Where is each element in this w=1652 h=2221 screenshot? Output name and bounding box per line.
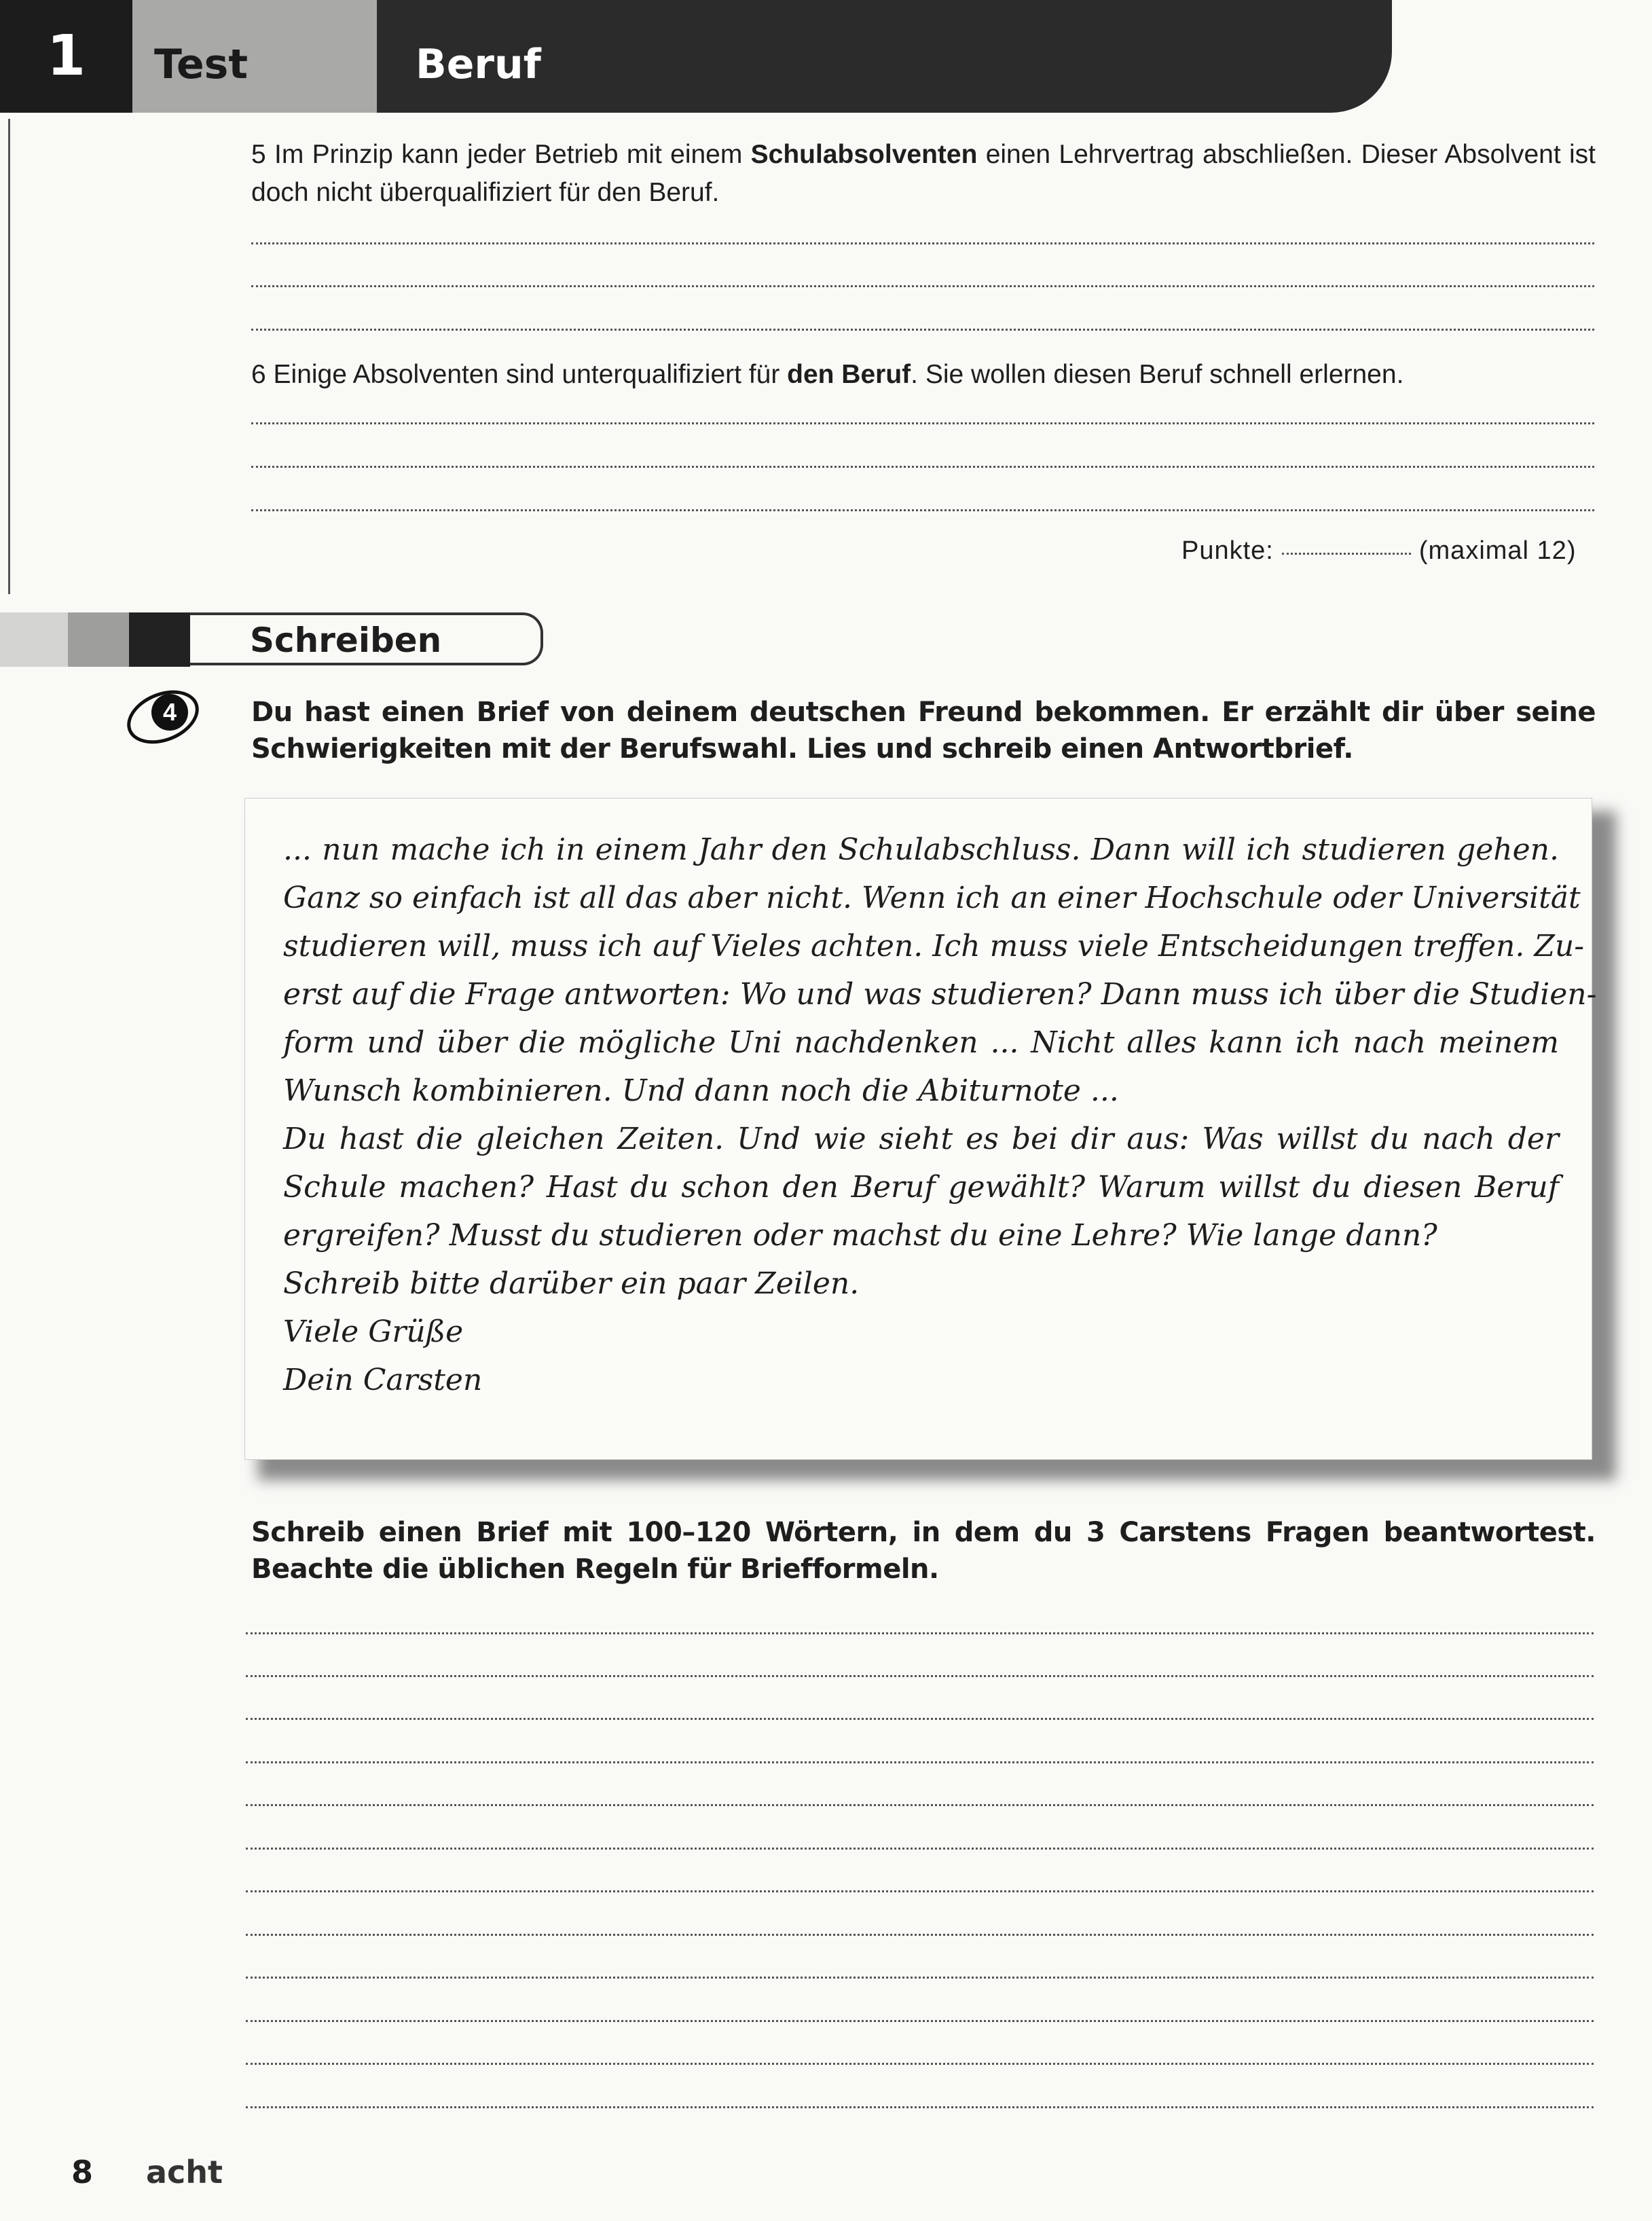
- section-bar-segment: [0, 612, 68, 667]
- points-input-line[interactable]: [1281, 553, 1411, 555]
- answer-line[interactable]: [251, 285, 1594, 287]
- letter-line: ... nun mache ich in einem Jahr den Schu…: [283, 832, 1559, 867]
- task-number: 4: [151, 694, 188, 731]
- writing-instruction: Schreib einen Brief mit 100–120 Wörtern,…: [251, 1517, 1596, 1585]
- letter-line: Du hast die gleichen Zeiten. Und wie sie…: [283, 1122, 1559, 1156]
- section-bar-segment: [129, 612, 190, 667]
- writing-line[interactable]: [246, 1718, 1594, 1720]
- letter-line: Ganz so einfach ist all das aber nicht. …: [283, 881, 1581, 915]
- section-bar-segment: [68, 612, 129, 667]
- writing-line[interactable]: [246, 1804, 1594, 1806]
- points-label: Punkte:: [1181, 536, 1274, 565]
- task-number-badge: 4: [119, 680, 207, 754]
- letter-line: Wunsch kombinieren. Und dann noch die Ab…: [283, 1073, 1119, 1108]
- task-item-5: 5 Im Prinzip kann jeder Betrieb mit eine…: [251, 136, 1596, 212]
- task-item-6: 6 Einige Absolventen sind unterqualifizi…: [251, 356, 1596, 394]
- page-number-word: acht: [146, 2154, 223, 2190]
- writing-line[interactable]: [246, 2106, 1594, 2108]
- points-max: (maximal 12): [1418, 536, 1577, 565]
- writing-line[interactable]: [246, 1848, 1594, 1850]
- item-5-text-start: 5 Im Prinzip kann jeder Betrieb mit eine…: [251, 140, 751, 169]
- item-5-text-end: einen Lehrvertrag abschließen. Dieser Ab…: [251, 140, 1596, 207]
- section-title: Schreiben: [190, 612, 543, 665]
- writing-line[interactable]: [246, 1890, 1594, 1892]
- item-6-text-start: 6 Einige Absolventen sind unterqualifizi…: [251, 360, 788, 389]
- writing-line[interactable]: [246, 1761, 1594, 1763]
- chapter-header: 1 Test Beruf: [0, 0, 1392, 113]
- chapter-title: Beruf: [416, 41, 541, 88]
- writing-line[interactable]: [246, 2063, 1594, 2065]
- letter-line: erst auf die Frage antworten: Wo und was…: [283, 977, 1597, 1012]
- item-6-text-end: . Sie wollen diesen Beruf schnell erlern…: [911, 360, 1404, 389]
- writing-line[interactable]: [246, 1977, 1594, 1979]
- answer-line[interactable]: [251, 329, 1594, 331]
- chapter-number: 1: [0, 0, 132, 113]
- letter-greeting: Viele Grüße: [283, 1315, 464, 1349]
- writing-line[interactable]: [246, 2020, 1594, 2022]
- item-5-bold-word: Schulabsolventen: [750, 140, 978, 169]
- letter-line: Schule machen? Hast du schon den Beruf g…: [283, 1170, 1559, 1205]
- writing-line[interactable]: [246, 1934, 1594, 1936]
- letter-line: studieren will, muss ich auf Vieles acht…: [283, 929, 1585, 963]
- chapter-label: Test: [132, 0, 377, 113]
- letter-signature: Dein Carsten: [283, 1363, 483, 1397]
- points-field: Punkte: (maximal 12): [1181, 536, 1576, 566]
- letter-line: ergreifen? Musst du studieren oder machs…: [283, 1218, 1437, 1253]
- answer-line[interactable]: [251, 422, 1594, 424]
- answer-line[interactable]: [251, 466, 1594, 468]
- item-6-bold-word: den Beruf: [787, 360, 911, 389]
- letter-line: form und über die mögliche Uni nachdenke…: [283, 1025, 1559, 1060]
- letter-line: Schreib bitte darüber ein paar Zeilen.: [283, 1266, 860, 1301]
- writing-line[interactable]: [246, 1675, 1594, 1677]
- letter-box: ... nun mache ich in einem Jahr den Schu…: [244, 798, 1597, 1460]
- section-bar: Schreiben: [0, 612, 550, 667]
- margin-rule: [8, 119, 10, 594]
- answer-line[interactable]: [251, 242, 1594, 244]
- page-number: 8: [71, 2154, 94, 2190]
- answer-line[interactable]: [251, 509, 1594, 511]
- writing-line[interactable]: [246, 1632, 1594, 1634]
- task-4-instruction: Du hast einen Brief von deinem deutschen…: [251, 697, 1596, 765]
